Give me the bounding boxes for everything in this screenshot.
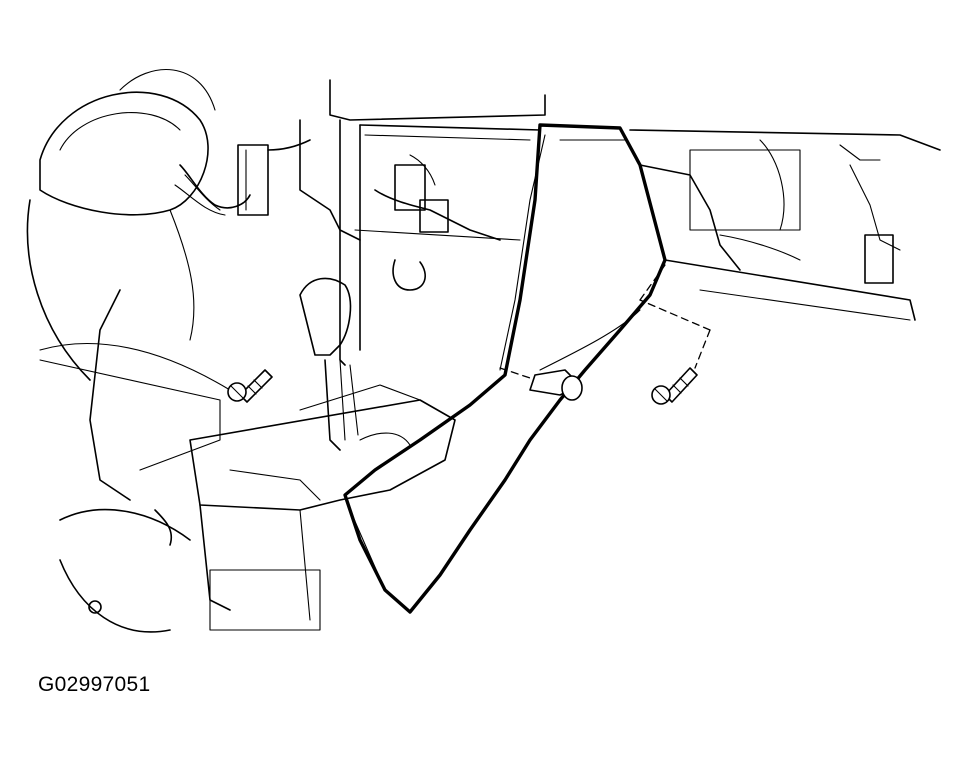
alignment-guide-lines [639, 264, 711, 369]
dashboard-right-section [629, 129, 941, 321]
shifter-base [189, 384, 456, 631]
steering-column-harness [174, 139, 311, 216]
screw-left-icon [227, 369, 273, 403]
console-side-panel [343, 123, 667, 614]
left-seat-area [39, 289, 231, 633]
accessory-connector [499, 367, 583, 401]
shift-lever [299, 277, 359, 451]
screw-right-icon [651, 367, 698, 405]
steering-wheel [26, 69, 216, 381]
dashboard-center-stack [299, 79, 546, 366]
figure-code-label: G02997051 [38, 673, 151, 696]
